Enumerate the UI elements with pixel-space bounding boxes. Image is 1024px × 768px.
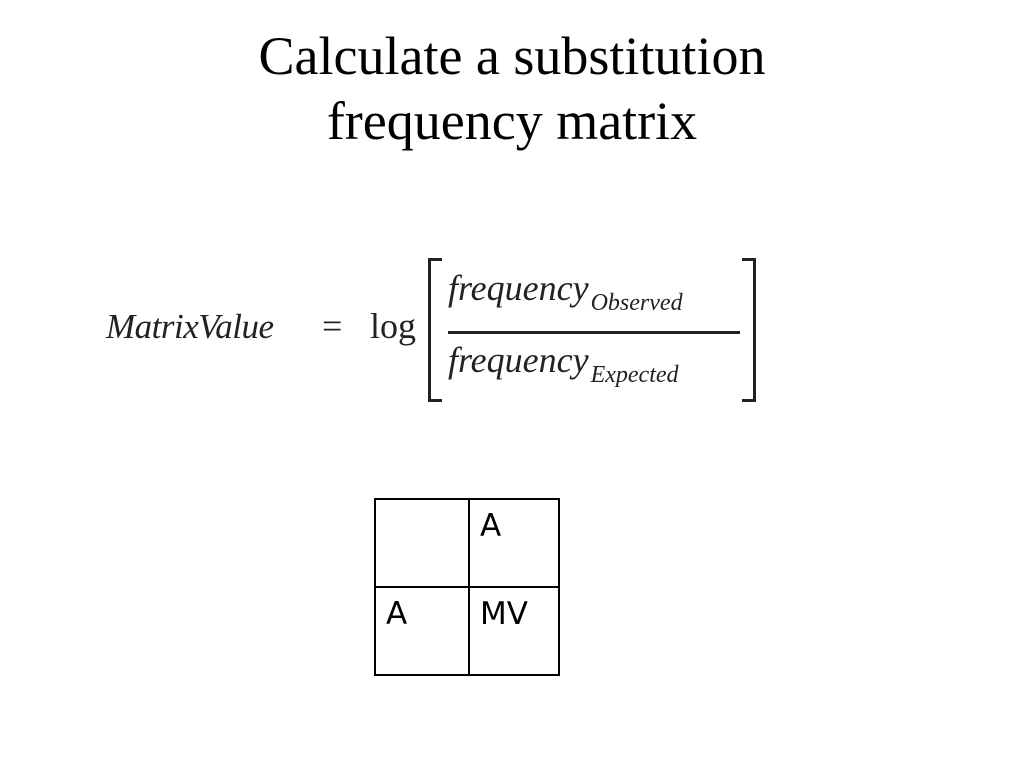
left-bracket xyxy=(428,258,442,402)
slide-title-line-2: frequency matrix xyxy=(326,91,698,151)
matrix-corner-cell xyxy=(374,498,470,588)
matrix-header-row: A xyxy=(374,498,560,588)
numerator-subscript: Observed xyxy=(590,290,683,316)
formula-equals-sign: = xyxy=(322,306,343,346)
denominator-subscript: Expected xyxy=(590,362,679,388)
matrix-row-header: A xyxy=(374,586,470,676)
formula-numerator: frequencyObserved xyxy=(448,267,683,316)
formula-log: log xyxy=(370,306,417,346)
matrix-cell: MV xyxy=(468,586,560,676)
formula-denominator: frequencyExpected xyxy=(448,339,679,388)
denominator-word: frequency xyxy=(448,340,589,380)
fraction-bar xyxy=(448,331,740,334)
formula-lhs: MatrixValue xyxy=(106,307,274,346)
matrix-value-formula: MatrixValue = log frequencyObserved freq… xyxy=(106,255,766,410)
slide-title: Calculate a substitution frequency matri… xyxy=(0,24,1024,154)
numerator-word: frequency xyxy=(448,268,589,308)
substitution-matrix-table: A A MV xyxy=(374,498,560,676)
matrix-column-header: A xyxy=(468,498,560,588)
right-bracket xyxy=(742,258,756,402)
matrix-row: A MV xyxy=(374,586,560,676)
slide-title-line-1: Calculate a substitution xyxy=(258,26,766,86)
